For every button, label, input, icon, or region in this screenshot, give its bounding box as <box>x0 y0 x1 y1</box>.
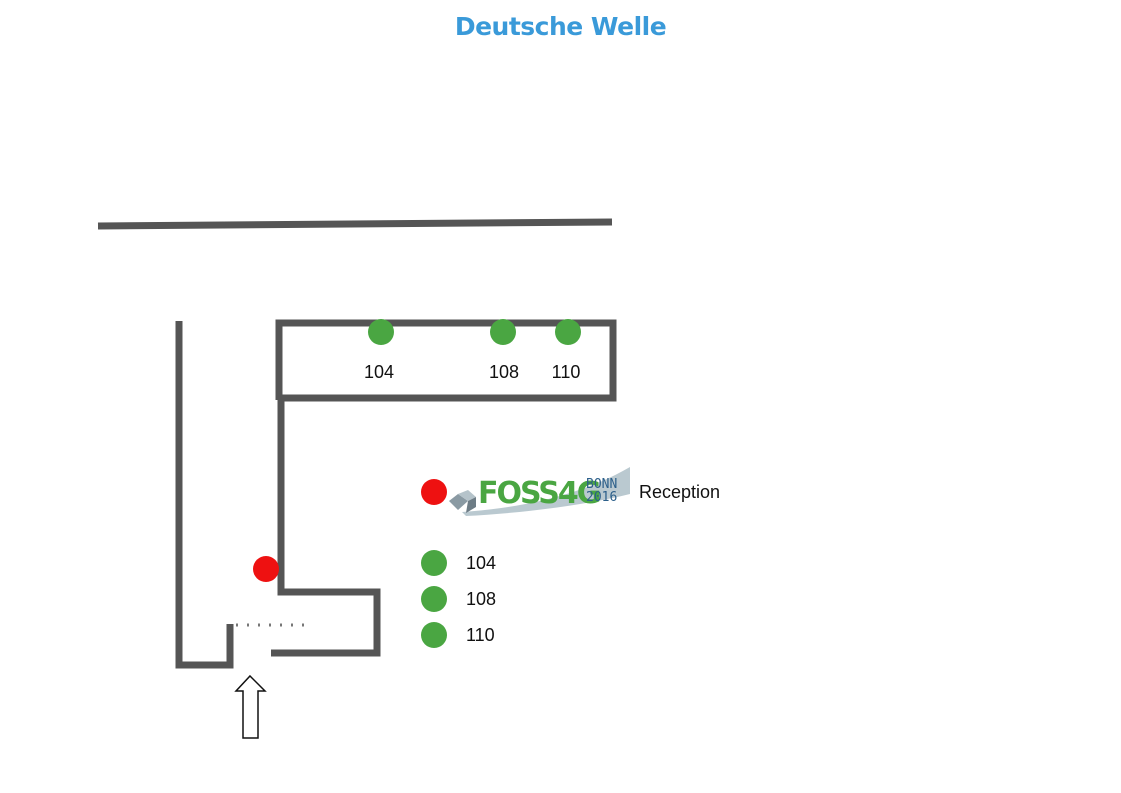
legend-label-104: 104 <box>466 553 496 573</box>
room-marker-104[interactable]: 104 <box>364 319 394 382</box>
legend-marker <box>421 550 447 576</box>
reception-legend[interactable]: FOSS4G BONN 2016 Reception <box>421 467 720 516</box>
room-marker-dot <box>368 319 394 345</box>
logo-brand-text: FOSS4G <box>478 476 600 511</box>
room-label-108: 108 <box>489 362 519 382</box>
legend-item-108[interactable]: 108 <box>421 586 496 612</box>
room-marker-110[interactable]: 110 <box>552 319 581 382</box>
legend-marker <box>421 586 447 612</box>
room-marker-108[interactable]: 108 <box>489 319 519 382</box>
foss4g-logo: FOSS4G BONN 2016 <box>449 467 630 516</box>
reception-label: Reception <box>639 482 720 502</box>
legend-item-110[interactable]: 110 <box>421 622 495 648</box>
arrow-up-icon <box>234 674 267 739</box>
room-marker-dot <box>555 319 581 345</box>
entrance-marker[interactable] <box>253 556 279 582</box>
wall-top-long <box>97 218 613 230</box>
room-label-110: 110 <box>552 362 581 382</box>
legend-label-110: 110 <box>466 625 495 645</box>
legend-label-108: 108 <box>466 589 496 609</box>
legend-marker <box>421 622 447 648</box>
reception-marker <box>421 479 447 505</box>
logo-year-text: 2016 <box>586 490 617 505</box>
logo-city-text: BONN <box>586 477 617 492</box>
room-marker-dot <box>490 319 516 345</box>
wall-left-corridor <box>175 321 234 669</box>
page-title: Deutsche Welle <box>454 12 667 41</box>
room-label-104: 104 <box>364 362 394 382</box>
legend-item-104[interactable]: 104 <box>421 550 496 576</box>
